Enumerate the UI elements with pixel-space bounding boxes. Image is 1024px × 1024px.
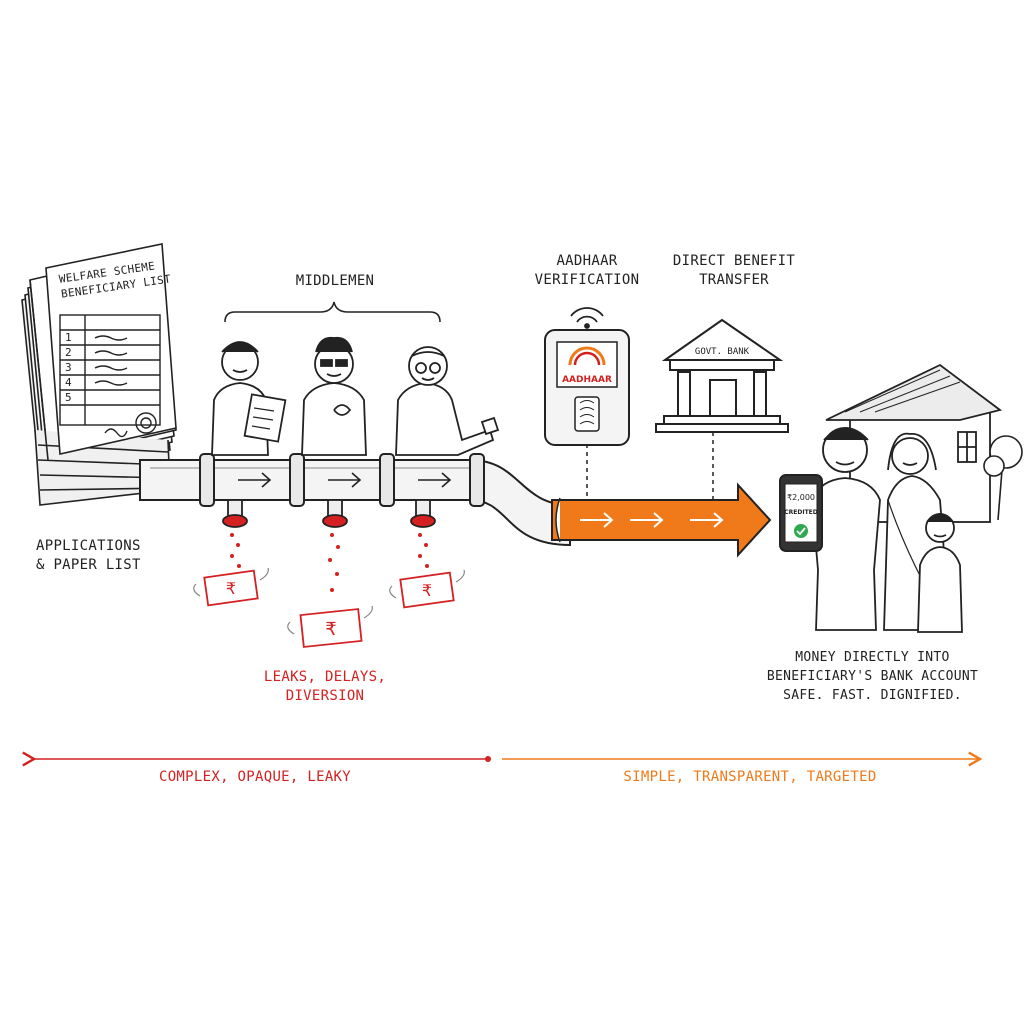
aadhaar-label-line1: AADHAAR bbox=[556, 253, 618, 269]
rupee-symbol: ₹ bbox=[325, 619, 336, 640]
complex-opaque-leaky-label: COMPLEX, OPAQUE, LEAKY bbox=[158, 769, 352, 785]
flying-rupee-note-3: ₹ bbox=[389, 569, 465, 609]
pipe-flow-arrows bbox=[238, 472, 452, 488]
middlemen-brace bbox=[224, 301, 441, 323]
leak-taps bbox=[222, 499, 436, 528]
phone-status: CREDITED bbox=[784, 509, 818, 516]
dbt-label-line2: TRANSFER bbox=[699, 272, 769, 288]
flying-rupee-note-2: ₹ bbox=[287, 605, 373, 648]
result-label-line2: BENEFICIARY'S BANK ACCOUNT bbox=[766, 669, 979, 684]
applications-label-line1: APPLICATIONS bbox=[36, 538, 141, 554]
aadhaar-device-icon bbox=[544, 329, 630, 446]
simple-transparent-targeted-label: SIMPLE, TRANSPARENT, TARGETED bbox=[623, 769, 877, 785]
dbt-flow-arrows bbox=[580, 512, 724, 528]
applications-label-line2: & PAPER LIST bbox=[36, 557, 141, 573]
rupee-symbol: ₹ bbox=[226, 579, 236, 598]
paper-list-row: 5 bbox=[65, 391, 72, 404]
paper-list-row: 1 bbox=[65, 331, 72, 344]
wifi-signal-icon bbox=[570, 307, 604, 329]
leaks-label: LEAKS, DELAYS, DIVERSION bbox=[235, 668, 415, 706]
result-label-line3: SAFE. FAST. DIGNIFIED. bbox=[783, 688, 962, 703]
middleman-figure-3 bbox=[395, 346, 500, 456]
govt-bank-icon bbox=[655, 318, 789, 433]
spectrum-midpoint bbox=[485, 756, 491, 762]
paper-list-row: 4 bbox=[65, 376, 72, 389]
aadhaar-verification-label: AADHAAR VERIFICATION bbox=[525, 252, 649, 290]
flying-rupee-note-1: ₹ bbox=[193, 567, 269, 607]
middlemen-label: MIDDLEMEN bbox=[295, 273, 375, 289]
aadhaar-logo-text: AADHAAR bbox=[562, 375, 612, 385]
paper-list-row: 2 bbox=[65, 346, 72, 359]
aadhaar-label-line2: VERIFICATION bbox=[534, 272, 640, 288]
middleman-figure-1 bbox=[211, 341, 287, 456]
paper-list-row: 3 bbox=[65, 361, 72, 374]
leaks-label-line1: LEAKS, DELAYS, bbox=[263, 669, 387, 685]
beneficiary-man bbox=[811, 427, 881, 631]
result-label-line1: MONEY DIRECTLY INTO bbox=[795, 650, 950, 665]
dbt-label-line1: DIRECT BENEFIT bbox=[672, 253, 796, 269]
beneficiary-phone-icon[interactable] bbox=[779, 474, 823, 552]
beneficiary-list-sheet bbox=[59, 314, 161, 438]
rupee-symbol: ₹ bbox=[422, 581, 432, 600]
bank-sign: GOVT. BANK bbox=[695, 347, 750, 357]
phone-amount: ₹2,000 bbox=[787, 493, 815, 502]
beneficiary-child bbox=[917, 513, 963, 633]
middleman-figure-2 bbox=[301, 336, 367, 456]
leak-drips bbox=[230, 533, 429, 592]
tree-icon bbox=[983, 435, 1023, 521]
pipe-joints bbox=[199, 453, 485, 507]
paper-list-row-numbers: 1 2 3 4 5 bbox=[65, 330, 72, 405]
dbt-label: DIRECT BENEFIT TRANSFER bbox=[660, 252, 808, 290]
applications-label: APPLICATIONS & PAPER LIST bbox=[36, 537, 141, 575]
result-label: MONEY DIRECTLY INTO BENEFICIARY'S BANK A… bbox=[755, 648, 990, 705]
leaks-label-line2: DIVERSION bbox=[285, 688, 365, 704]
